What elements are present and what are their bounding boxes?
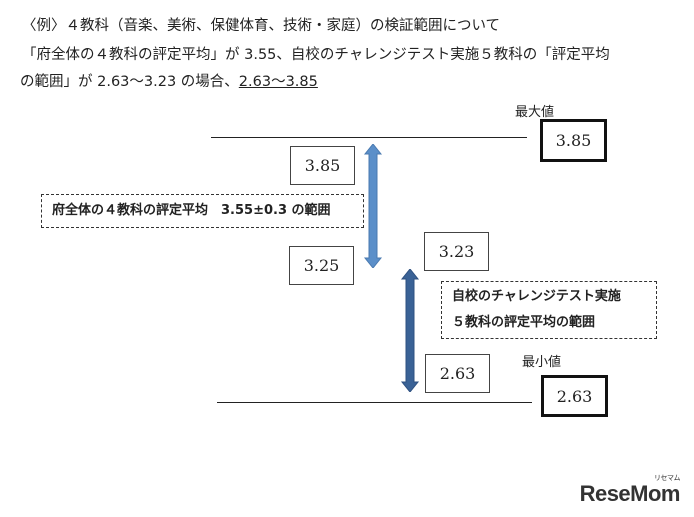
min-label: 最小値 bbox=[522, 355, 562, 370]
school-range-label-line-1: 自校のチャレンジテスト実施 bbox=[452, 289, 621, 304]
school-range-arrow bbox=[400, 269, 420, 392]
school-lower-box: 2.63 bbox=[425, 354, 490, 393]
heading-line-1: 〈例〉４教科（音楽、美術、保健体育、技術・家庭）の検証範囲について bbox=[22, 18, 501, 34]
heading-line-3-prefix: の範囲」が 2.63〜3.23 の場合、 bbox=[20, 74, 239, 90]
logo-kana: リセマム bbox=[654, 475, 681, 482]
prefecture-lower-box: 3.25 bbox=[289, 246, 354, 285]
school-upper-box: 3.23 bbox=[424, 232, 489, 271]
heading-line-3: の範囲」が 2.63〜3.23 の場合、2.63〜3.85 bbox=[20, 70, 318, 91]
school-range-label: 自校のチャレンジテスト実施 ５教科の評定平均の範囲 bbox=[441, 281, 657, 339]
min-line bbox=[217, 402, 532, 403]
school-range-label-line-2: ５教科の評定平均の範囲 bbox=[452, 315, 596, 330]
logo-text: ReseMom bbox=[579, 481, 681, 506]
resemom-logo: リセマム ReseMom bbox=[579, 475, 681, 507]
min-value-box: 2.63 bbox=[541, 375, 608, 417]
prefecture-range-arrow bbox=[363, 144, 383, 268]
max-line bbox=[211, 137, 527, 138]
heading-line-2: 「府全体の４教科の評定平均」が 3.55、自校のチャレンジテスト実施５教科の「評… bbox=[22, 47, 610, 63]
prefecture-upper-box: 3.85 bbox=[290, 146, 355, 185]
max-value-box: 3.85 bbox=[540, 119, 607, 162]
prefecture-range-label: 府全体の４教科の評定平均 3.55±0.3 の範囲 bbox=[41, 194, 364, 228]
result-range: 2.63〜3.85 bbox=[238, 74, 318, 90]
max-label: 最大値 bbox=[515, 105, 555, 120]
